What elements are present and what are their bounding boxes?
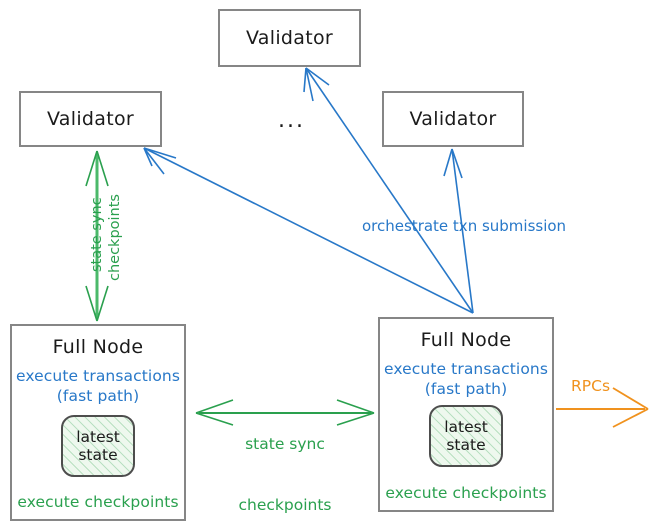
validator-right-label: Validator [409, 108, 497, 130]
full-node-left-subtitle: execute transactions (fast path) [16, 366, 180, 406]
validator-top-label: Validator [245, 27, 333, 49]
validator-right-box[interactable]: Validator [382, 91, 524, 147]
full-node-right-subtitle: execute transactions (fast path) [384, 359, 548, 399]
full-node-left-subtitle-line2: (fast path) [56, 387, 140, 406]
full-node-right-title: Full Node [420, 329, 512, 351]
full-node-right-chip-line2: state [446, 436, 486, 455]
edge-label-state-sync-horizontal: state sync checkpoints [232, 394, 338, 526]
full-node-right-footer: execute checkpoints [385, 484, 547, 503]
edge-label-state-sync-horizontal-line2: checkpoints [238, 495, 332, 514]
full-node-left-chip-line2: state [78, 446, 118, 465]
full-node-left-latest-state-chip[interactable]: latest state [61, 415, 135, 478]
full-node-left-chip-line1: latest [76, 427, 120, 446]
validator-left-box[interactable]: Validator [19, 91, 162, 147]
edge-label-checkpoints-vertical: checkpoints [107, 194, 123, 281]
full-node-right-subtitle-line1: execute transactions [383, 360, 549, 378]
edge-label-state-sync-vertical: state sync [89, 197, 105, 272]
full-node-right-latest-state-chip[interactable]: latest state [429, 405, 503, 468]
edge-label-state-sync-horizontal-line1: state sync [245, 435, 325, 454]
full-node-left-footer: execute checkpoints [17, 493, 179, 512]
full-node-right-chip-line1: latest [444, 417, 488, 436]
full-node-left-title: Full Node [52, 336, 144, 358]
full-node-left-box[interactable]: Full Node execute transactions (fast pat… [10, 324, 186, 521]
validator-left-label: Validator [46, 108, 134, 130]
full-node-right-subtitle-line2: (fast path) [424, 380, 508, 399]
edge-label-rpcs: RPCs [571, 377, 611, 395]
full-node-right-box[interactable]: Full Node execute transactions (fast pat… [378, 317, 554, 512]
validator-top-box[interactable]: Validator [218, 9, 361, 67]
edge-label-orchestrate: orchestrate txn submission [362, 217, 567, 235]
validators-ellipsis: ... [278, 108, 305, 133]
full-node-left-subtitle-line1: execute transactions [15, 367, 181, 385]
